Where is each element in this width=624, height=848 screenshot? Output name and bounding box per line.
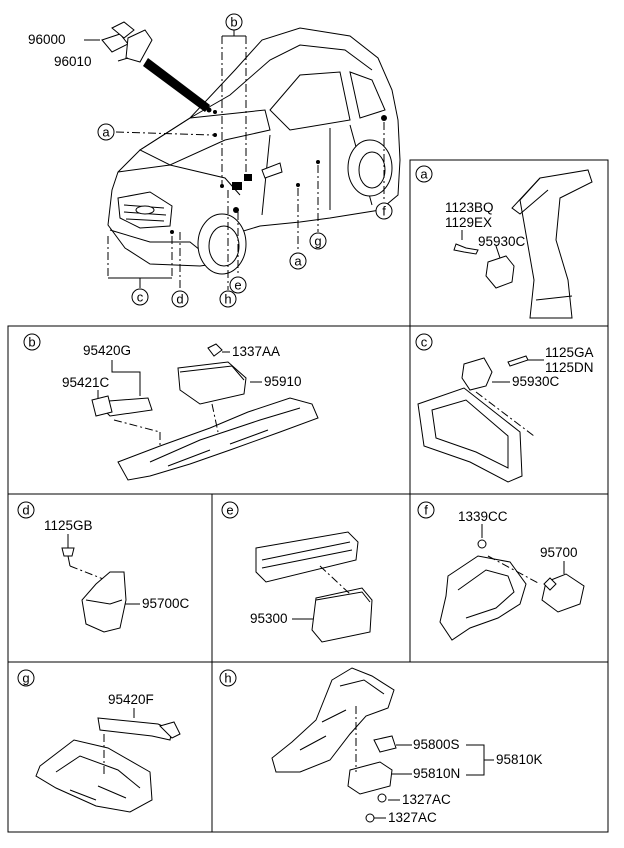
callout-c-main[interactable]: c: [131, 288, 149, 306]
panel-b-letter: b: [23, 333, 41, 351]
vehicle-illustration: [107, 27, 401, 275]
svg-text:g: g: [314, 234, 321, 249]
panel-a-letter: a: [415, 165, 433, 183]
panel-a: a 1123BQ 1129EX 95930C: [415, 165, 593, 319]
label-95300: 95300: [250, 611, 288, 626]
callout-a-main[interactable]: a: [97, 123, 115, 141]
svg-text:g: g: [22, 671, 29, 686]
callout-f-main[interactable]: f: [375, 202, 393, 220]
label-95800S: 95800S: [413, 737, 460, 752]
label-1125GA: 1125GA: [545, 345, 594, 360]
panel-e: e 95300: [221, 501, 373, 643]
panel-frames: [7, 159, 609, 833]
callout-h-main[interactable]: h: [219, 290, 237, 308]
panel-c-letter: c: [415, 333, 433, 351]
svg-text:c: c: [137, 290, 144, 305]
panel-g: g 95420F: [17, 669, 181, 813]
label-1125GB: 1125GB: [44, 518, 93, 533]
label-95700: 95700: [540, 545, 578, 560]
panel-f: f 1339CC 95700: [417, 501, 585, 641]
panel-h-letter: h: [219, 669, 237, 687]
callout-a-main-2[interactable]: a: [289, 252, 307, 270]
panel-c: c 1125GA 1125DN 95930C: [415, 333, 594, 483]
callout-g-main[interactable]: g: [309, 232, 327, 250]
svg-text:d: d: [22, 503, 29, 518]
panel-g-letter: g: [17, 669, 35, 687]
label-95810K: 95810K: [496, 752, 543, 767]
svg-text:a: a: [102, 125, 110, 140]
panel-d-letter: d: [17, 501, 35, 519]
main-leader-lines: [84, 30, 385, 290]
svg-text:a: a: [294, 254, 302, 269]
svg-text:f: f: [382, 204, 386, 219]
label-95930C-c: 95930C: [512, 374, 560, 389]
svg-text:h: h: [224, 292, 231, 307]
label-1123BQ: 1123BQ: [445, 200, 494, 215]
label-1129EX: 1129EX: [445, 215, 492, 230]
callout-b-main[interactable]: b: [225, 13, 243, 31]
svg-text:e: e: [226, 503, 233, 518]
panel-h: h 95800S 95810N 95810K 1327AC 1327AC: [219, 667, 543, 825]
part-label-96010: 96010: [54, 54, 92, 69]
label-95421C: 95421C: [62, 375, 110, 390]
svg-text:b: b: [28, 335, 35, 350]
label-95420F: 95420F: [108, 692, 154, 707]
panel-e-letter: e: [221, 501, 239, 519]
label-1327AC-2: 1327AC: [388, 810, 437, 825]
label-95910: 95910: [264, 374, 302, 389]
svg-text:e: e: [234, 278, 241, 293]
label-95810N: 95810N: [413, 766, 460, 781]
smart-key-fob: [101, 21, 212, 113]
label-1337AA: 1337AA: [232, 344, 280, 359]
svg-text:h: h: [224, 671, 231, 686]
svg-text:a: a: [420, 167, 428, 182]
label-1339CC: 1339CC: [458, 509, 508, 524]
svg-text:f: f: [424, 503, 428, 518]
label-1327AC-1: 1327AC: [402, 792, 451, 807]
part-label-96000: 96000: [28, 32, 66, 47]
svg-text:d: d: [176, 292, 183, 307]
label-95700C: 95700C: [142, 596, 190, 611]
svg-text:c: c: [421, 335, 428, 350]
panel-b: b 95420G 95421C 1337AA 95910: [23, 333, 319, 481]
callout-e-main[interactable]: e: [229, 276, 247, 294]
label-95420G: 95420G: [83, 343, 131, 358]
label-95930C-a: 95930C: [478, 234, 526, 249]
svg-text:b: b: [230, 15, 237, 30]
panel-f-letter: f: [417, 501, 435, 519]
label-1125DN: 1125DN: [545, 360, 594, 375]
panel-d: d 1125GB 95700C: [17, 501, 190, 633]
callout-d-main[interactable]: d: [171, 290, 189, 308]
